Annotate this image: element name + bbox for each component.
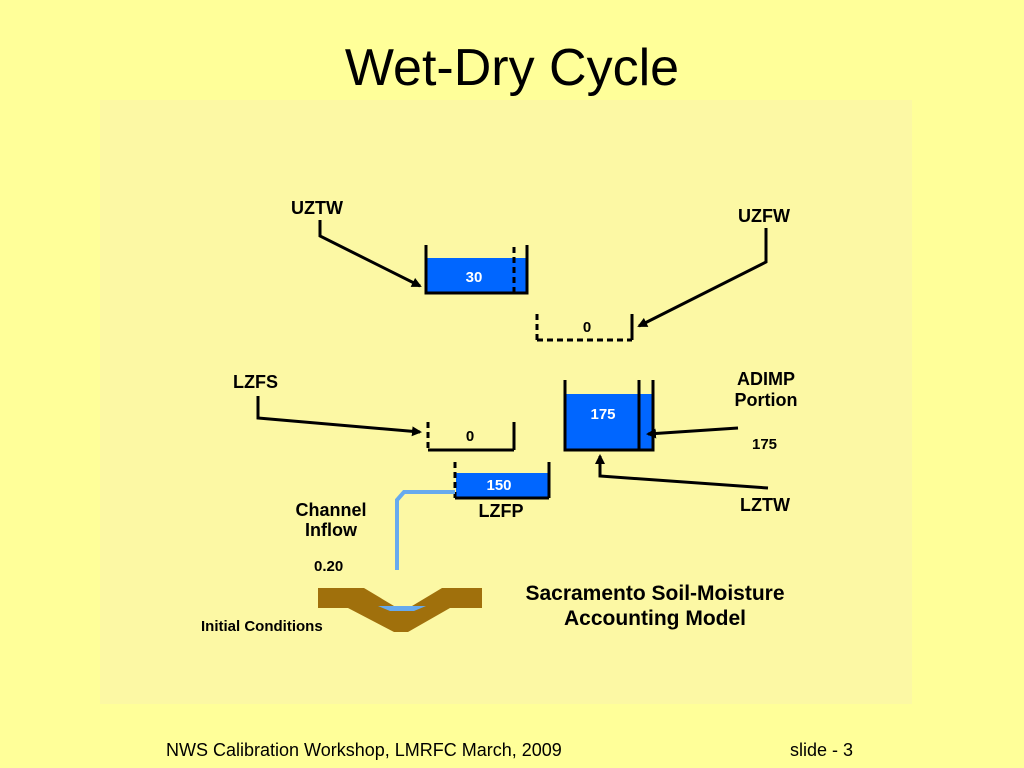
lzfp-value: 150	[486, 477, 511, 494]
footer-slide-number: slide - 3	[790, 740, 854, 760]
model-title-line1: Sacramento Soil-Moisture	[525, 582, 784, 605]
adimp-label-line2: Portion	[735, 390, 798, 410]
lztw-leader-arrow	[595, 454, 769, 490]
adimp-value: 175	[752, 436, 777, 453]
model-title-line2: Accounting Model	[564, 607, 746, 630]
lztw-value: 175	[590, 406, 615, 423]
uztw-label: UZTW	[291, 198, 343, 218]
lzfp-tank: 150	[453, 462, 551, 500]
adimp-label-line1: ADIMP	[737, 369, 795, 389]
uzfw-label: UZFW	[738, 206, 790, 226]
uzfw-leader-arrow	[637, 228, 768, 328]
adimp-leader-arrow	[646, 426, 739, 439]
lzfp-label: LZFP	[479, 501, 524, 521]
footer-workshop-text: NWS Calibration Workshop, LMRFC March, 2…	[166, 740, 562, 760]
channel-inflow-label-line1: Channel	[295, 500, 366, 520]
lzfs-value: 0	[466, 428, 474, 445]
lzfs-tank: 0	[426, 422, 516, 452]
uzfw-tank: 0	[535, 314, 634, 342]
uztw-leader-arrow	[318, 220, 422, 288]
slide-title: Wet-Dry Cycle	[344, 39, 680, 97]
lztw-tank: 175	[563, 380, 655, 452]
lzfs-leader-arrow	[256, 396, 422, 437]
lztw-label: LZTW	[740, 495, 790, 515]
channel-inflow-value: 0.20	[314, 558, 343, 575]
initial-conditions-label: Initial Conditions	[201, 618, 323, 635]
uzfw-value: 0	[583, 319, 591, 336]
channel-inflow-label-line2: Inflow	[305, 520, 358, 540]
uztw-value: 30	[466, 269, 483, 286]
diagram-panel	[100, 100, 912, 704]
lzfs-label: LZFS	[233, 372, 278, 392]
uztw-tank: 30	[424, 245, 529, 295]
channel-cross-section	[318, 588, 482, 632]
channel-inflow-line	[395, 490, 455, 570]
